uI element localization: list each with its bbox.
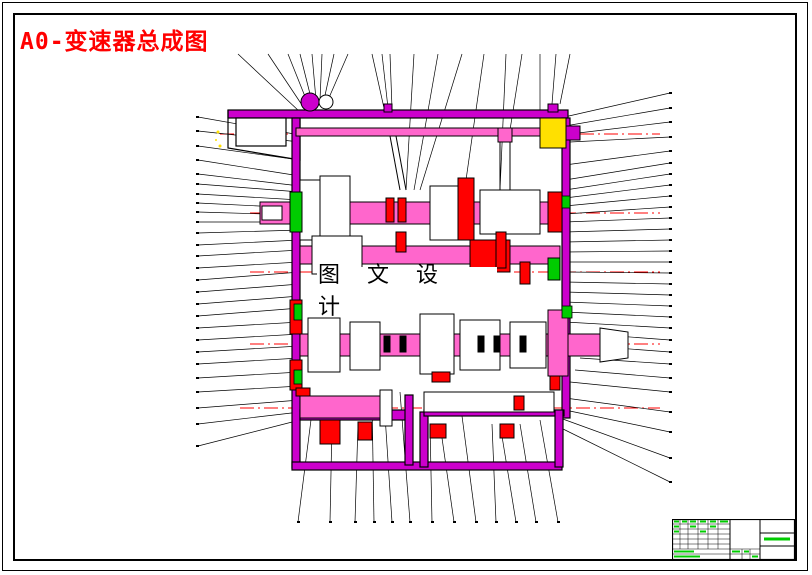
reverse-shaft [295,387,555,445]
output-shaft [289,299,629,391]
drawing-title: A0-变速器总成图 [20,29,209,55]
watermark-label: 图 文 设 计 [318,263,496,320]
leader-ticks-left [196,116,199,447]
inner-frame [13,13,797,561]
leader-lines-right [554,92,671,483]
lay-shaft [299,231,561,285]
leader-ticks-right [669,92,672,483]
input-shaft [259,175,563,245]
leader-ticks-bottom [297,521,560,523]
title-block [672,519,795,560]
bearings [293,195,573,385]
leader-lines-top [237,53,571,191]
shift-rail [295,92,581,191]
marker-dots [215,130,222,148]
leader-lines-left [197,116,301,447]
